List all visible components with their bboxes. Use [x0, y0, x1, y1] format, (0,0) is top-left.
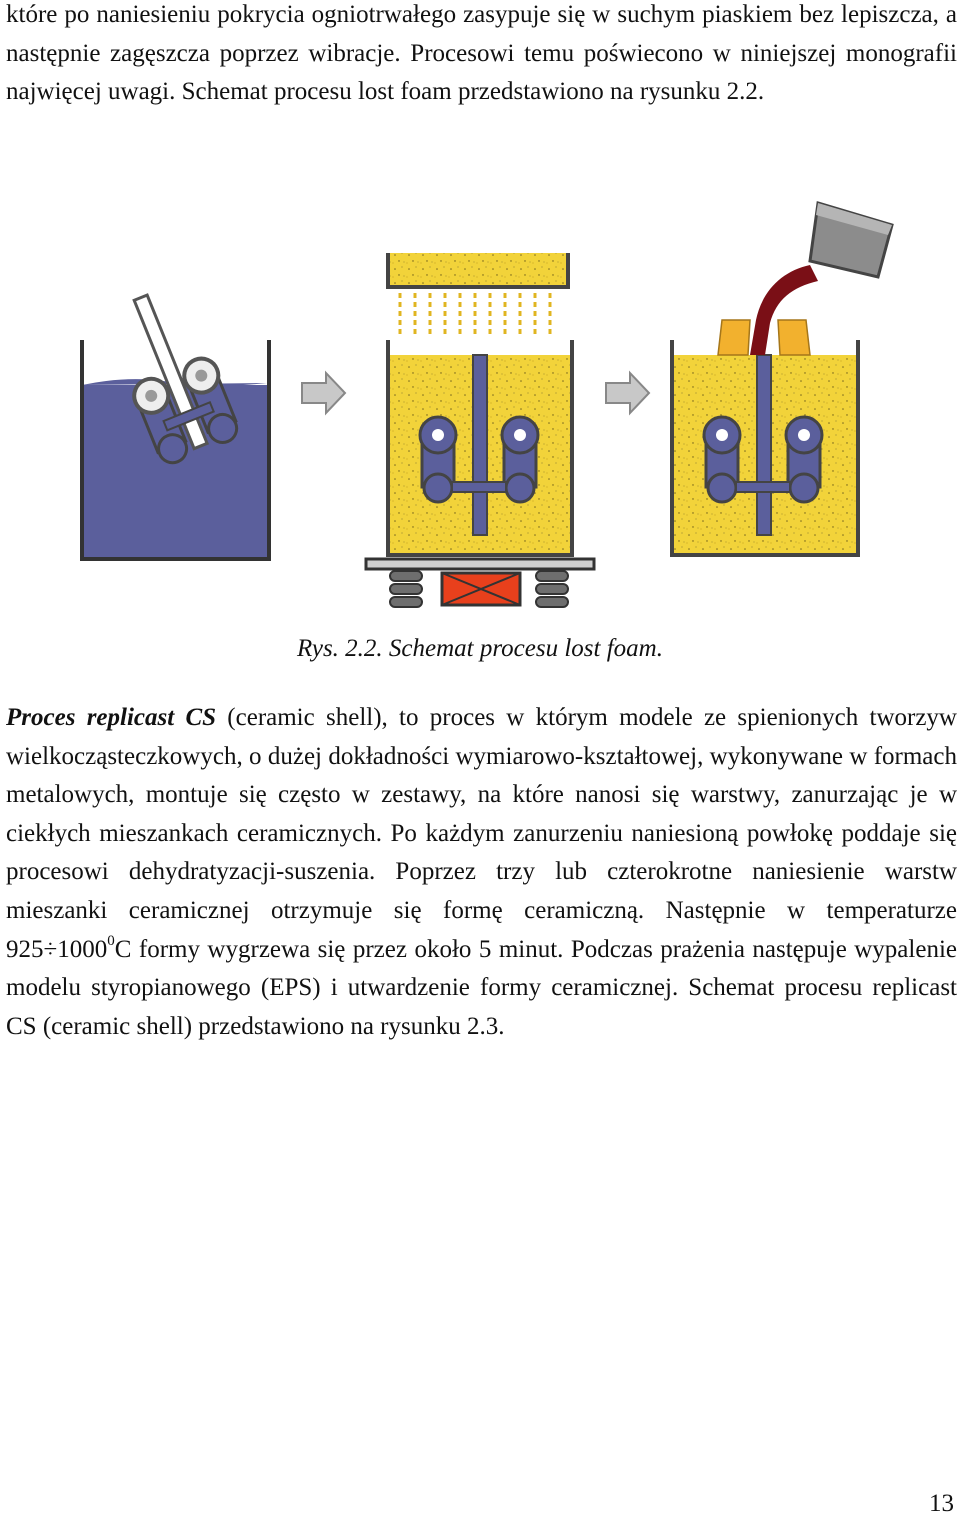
bath-tank-walls — [80, 340, 271, 561]
paragraph-lost-foam-intro: które po naniesieniu pokrycia ogniotrwał… — [6, 1, 957, 106]
pouring-cup-right — [777, 319, 811, 356]
foam-pattern-in-flask — [702, 354, 824, 536]
flask-walls — [386, 340, 574, 557]
ladle-icon — [808, 201, 894, 279]
vibration-table — [364, 557, 596, 571]
stage-sand-compaction — [364, 253, 596, 608]
spring-right — [535, 570, 569, 608]
paragraph-replicast-cs: Proces replicast CS (ceramic shell), to … — [6, 699, 957, 1046]
pouring-cup-left — [717, 319, 751, 356]
molten-metal-stream — [750, 265, 818, 355]
vibrator-motor — [440, 571, 522, 607]
paragraph-body-part1: (ceramic shell), to proces w którym mode… — [6, 704, 957, 963]
lost-foam-process-diagram — [70, 195, 900, 615]
arrow-right-icon — [301, 370, 347, 416]
sand-hopper — [386, 253, 570, 287]
arrow-right-icon — [605, 370, 651, 416]
paragraph-body-part2: C formy wygrzewa się przez około 5 minut… — [6, 935, 957, 1040]
flask-walls-pouring — [670, 340, 860, 557]
stage-coating-bath — [80, 293, 271, 561]
degree-superscript: 0 — [107, 933, 115, 950]
foam-pattern-dipped — [132, 293, 239, 465]
spring-left — [389, 570, 423, 608]
stage-metal-pouring — [670, 201, 894, 557]
paragraph-lead-term: Proces replicast CS — [6, 704, 217, 731]
foam-pattern-in-sand — [418, 354, 540, 536]
figure-caption: Rys. 2.2. Schemat procesu lost foam. — [297, 635, 663, 662]
page-number: 13 — [929, 1490, 954, 1517]
falling-sand-streams — [398, 293, 552, 335]
